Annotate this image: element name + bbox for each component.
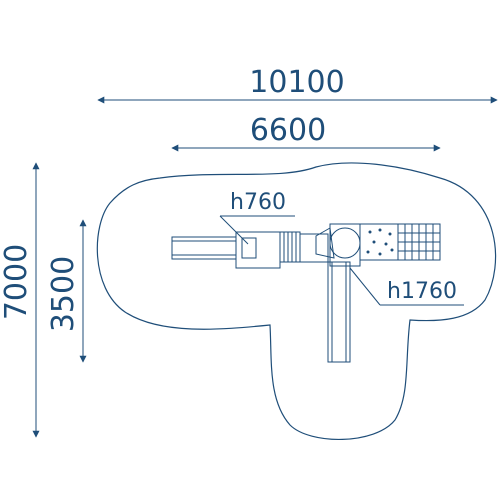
low-platform <box>235 231 281 269</box>
platform-height-low-label: h760 <box>230 190 286 215</box>
callout-h760: h760 <box>219 190 295 245</box>
h1760-leader <box>349 267 381 306</box>
h760-leader <box>219 215 249 245</box>
dimension-equipment-width: 6600 <box>171 113 441 152</box>
dimension-overall-depth: 7000 <box>0 162 40 438</box>
low-platform-step <box>241 237 257 259</box>
play-equipment <box>171 223 441 363</box>
overall-depth-label: 7000 <box>0 244 34 320</box>
left-slide <box>171 236 237 260</box>
long-slide <box>327 261 351 363</box>
equipment-depth-label: 3500 <box>46 256 81 332</box>
equipment-width-label: 6600 <box>250 113 326 148</box>
connecting-steps <box>279 231 329 263</box>
callout-h1760: h1760 <box>349 267 464 306</box>
dimension-equipment-depth: 3500 <box>46 219 87 363</box>
safety-zone-outline <box>96 162 497 440</box>
dimension-overall-width: 10100 <box>97 65 498 104</box>
overall-width-label: 10100 <box>249 65 344 100</box>
climbing-wall <box>359 223 399 261</box>
climbing-net <box>397 223 441 261</box>
platform-height-high-label: h1760 <box>387 279 457 304</box>
high-platform <box>315 223 361 267</box>
